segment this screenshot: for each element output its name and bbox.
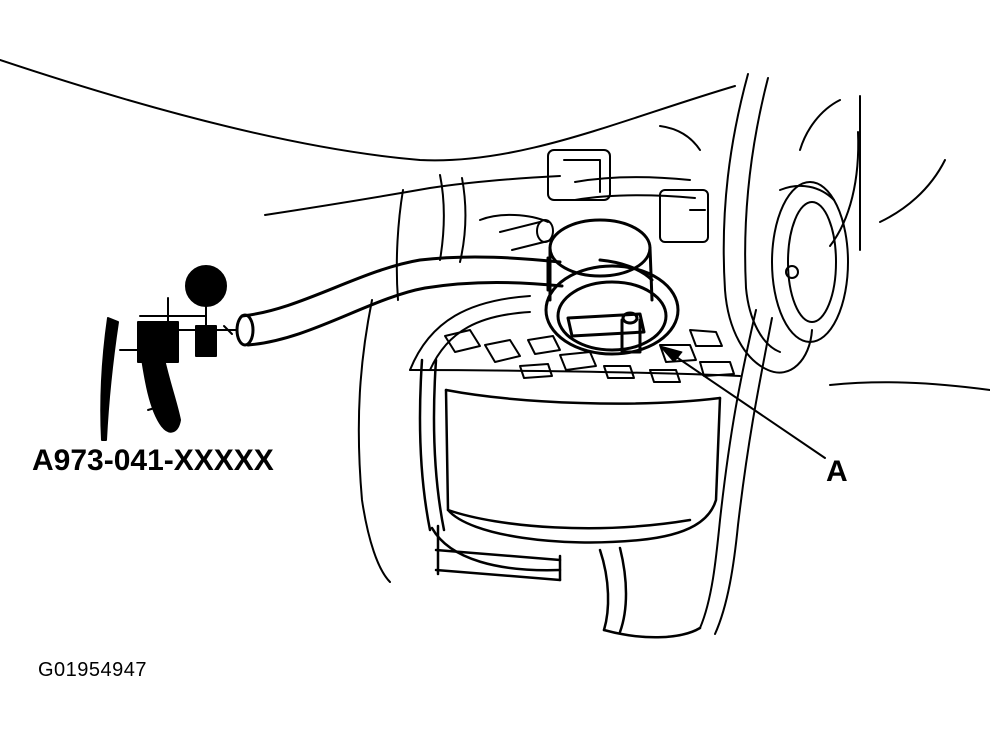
callout-a-leader <box>659 345 826 459</box>
pulley-component <box>771 181 849 343</box>
canister-body <box>418 358 722 639</box>
callout-label-a: A <box>826 455 848 488</box>
capped-pipe <box>499 219 554 251</box>
vacuum-hose <box>235 255 564 347</box>
vacuum-pump-tool <box>100 265 237 441</box>
body-panel-outline <box>0 59 990 583</box>
tool-label: A973-041-XXXXX <box>32 444 274 477</box>
purge-valve <box>544 218 680 356</box>
right-hoses <box>699 73 860 635</box>
figure-id: G01954947 <box>38 659 148 681</box>
top-brackets <box>439 149 709 263</box>
canister-top <box>409 295 741 383</box>
